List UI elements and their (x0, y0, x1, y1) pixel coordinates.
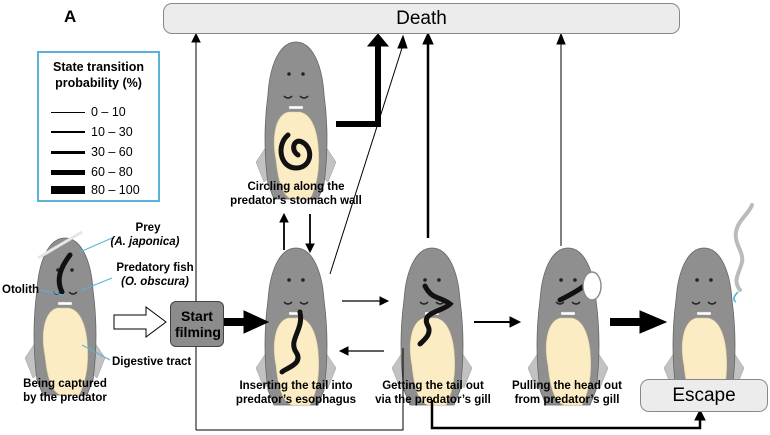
eel-getting (417, 283, 454, 347)
escape-box: Escape (640, 379, 768, 412)
death-label: Death (396, 7, 447, 29)
label-otolith: Otolith (2, 284, 40, 296)
fish-circling (255, 41, 337, 200)
legend-row-2: 10 – 30 (51, 125, 133, 139)
label-captured: Being captured by the predator (23, 378, 107, 404)
arrows-death (191, 31, 566, 431)
arrows-circling (279, 212, 315, 254)
label-circling: Circling along the predator’s stomach wa… (230, 181, 362, 207)
eel-circling (278, 132, 313, 171)
label-prey: Prey (135, 222, 161, 234)
eel-captured (56, 252, 73, 295)
panel-label: A (64, 7, 77, 26)
death-box: Death (163, 3, 680, 34)
legend-row-3: 30 – 60 (51, 145, 133, 159)
prey-outline (37, 230, 83, 260)
legend-row-5: 80 – 100 (51, 183, 140, 197)
label-digestive: Digestive tract (112, 356, 192, 368)
legend-title: State transition probability (%) (53, 60, 144, 90)
label-getting: Getting the tail out via the predator’s … (375, 380, 491, 406)
escape-label: Escape (672, 384, 736, 406)
start-filming-box: Start filming (170, 301, 224, 347)
eel-escaped (733, 203, 754, 292)
start-filming-label: Start filming (175, 308, 221, 340)
label-predator: Predatory fish (116, 262, 194, 274)
eel-inserting (279, 309, 304, 375)
legend-row-4: 60 – 80 (51, 165, 133, 179)
label-predator-species: (O. obscura) (121, 276, 189, 288)
eel-head-pulling (582, 271, 602, 301)
legend: State transition probability (%) 0 – 10 … (37, 51, 160, 202)
eel-pulling (557, 283, 587, 303)
arrows-transitions (113, 296, 706, 430)
label-prey-species: (A. japonica) (110, 236, 180, 248)
legend-row-1: 0 – 10 (51, 105, 126, 119)
annotation-leaders (39, 237, 113, 361)
label-inserting: Inserting the tail into predator’s esoph… (235, 380, 357, 406)
label-pulling: Pulling the head out from predator’s gil… (512, 380, 622, 406)
escape-water (733, 291, 739, 303)
